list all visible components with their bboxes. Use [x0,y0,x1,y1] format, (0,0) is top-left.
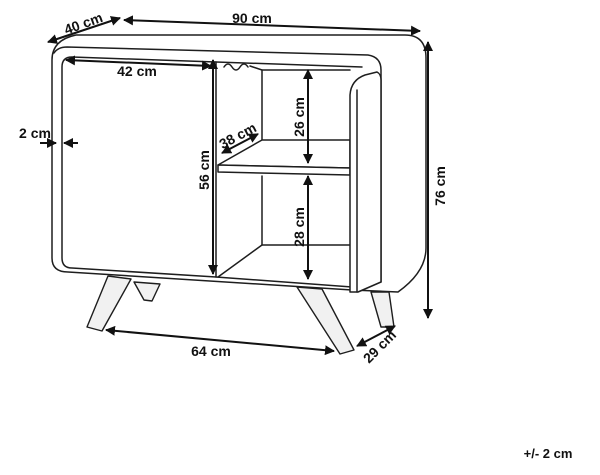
hinge [223,63,249,71]
leg-depth-arrow [356,325,396,347]
compartment-floor [217,244,351,278]
depth-top-arrow [47,16,121,44]
frame-thickness-label: 2 cm [19,125,51,141]
leg-back-left [133,281,161,302]
leg-span-arrow [105,325,335,356]
cabinet-body [51,34,427,293]
upper-compartment-height-label: 26 cm [291,97,307,137]
leg-depth-label: 29 cm [360,327,399,366]
legs [86,275,395,355]
lower-compartment-height-label: 28 cm [291,207,307,247]
total-height-label: 76 cm [432,166,448,206]
open-compartment [215,61,363,288]
right-door [349,71,382,293]
cabinet-top-front-edge [53,46,382,283]
compartment-bottom-front-edge [215,276,353,288]
depth-top-label: 40 cm [62,9,105,38]
leg-back-right [370,291,395,328]
left-door [61,56,217,278]
door-width-arrow [65,55,212,71]
leg-span-label: 64 cm [191,343,231,359]
width-total-arrow [123,15,421,36]
leg-front-left [86,275,132,332]
leg-front-right [296,286,355,355]
right-door-panel [349,71,382,293]
compartment-top-edge [215,61,363,68]
width-total-label: 90 cm [232,10,272,26]
door-width-label: 42 cm [117,63,157,79]
shelf-depth-arrow [221,133,259,154]
dimension-lines [40,15,433,356]
door-height-label: 56 cm [196,150,212,190]
tolerance-note: +/- 2 cm [524,446,573,461]
